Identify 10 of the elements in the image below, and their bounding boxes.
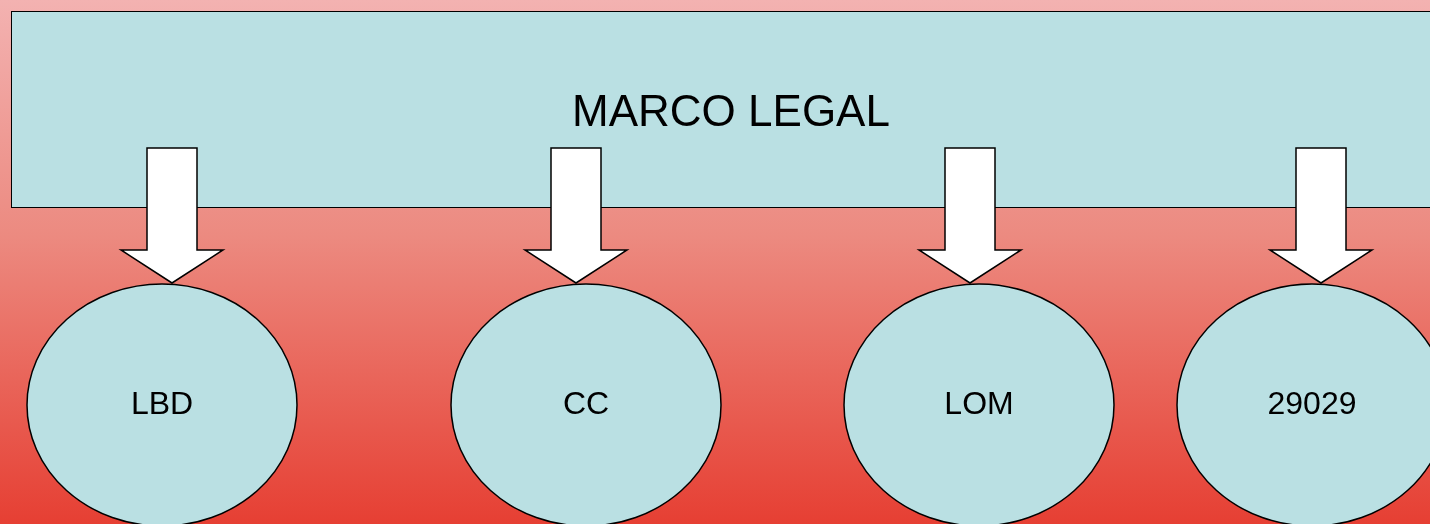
title-text: MARCO LEGAL (572, 86, 890, 136)
title-box (11, 11, 1430, 208)
node-label: LOM (944, 384, 1014, 422)
block-arrow (118, 147, 226, 284)
node-label: LBD (130, 384, 194, 422)
block-arrow (522, 147, 630, 284)
node-label: CC (562, 384, 610, 422)
node-label: 29029 (1267, 384, 1357, 422)
block-arrow (916, 147, 1024, 284)
block-arrow (1267, 147, 1375, 284)
